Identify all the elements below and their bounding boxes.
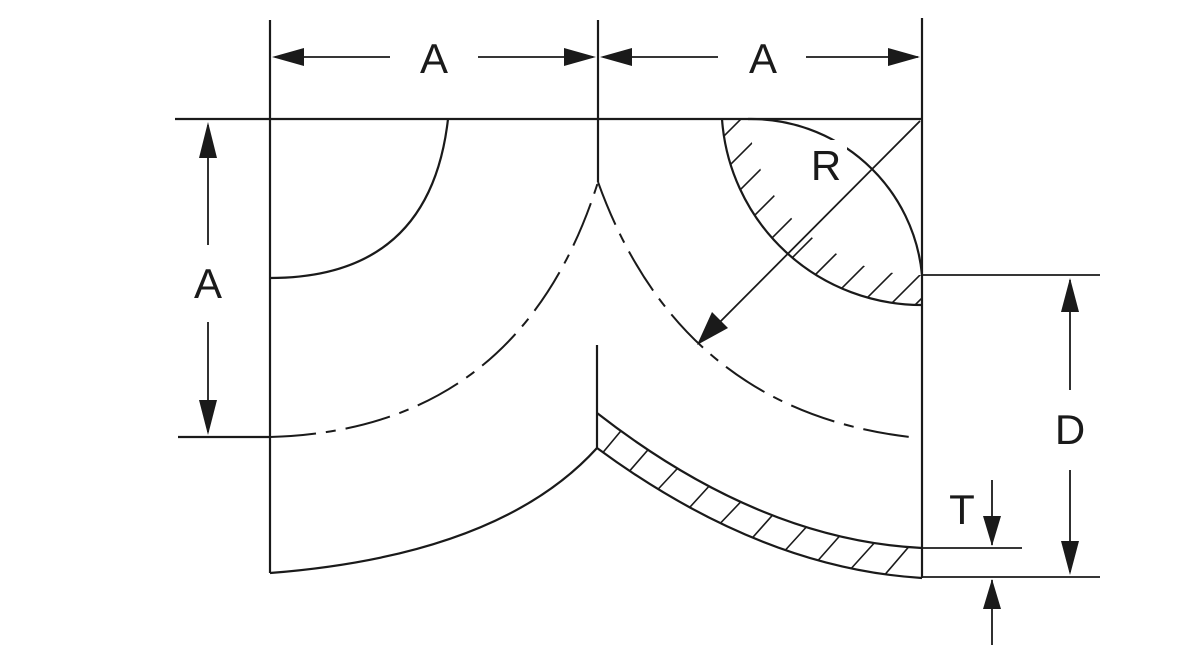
tee-body-outline bbox=[175, 18, 924, 580]
label-a-top-left: A bbox=[420, 35, 448, 82]
label-radius: R bbox=[811, 142, 841, 189]
label-thickness: T bbox=[949, 486, 975, 533]
dimension-a-top-left bbox=[272, 48, 596, 66]
centerlines bbox=[269, 181, 911, 438]
dimension-thickness bbox=[922, 480, 1022, 645]
label-diameter: D bbox=[1055, 406, 1085, 453]
label-a-left-vertical: A bbox=[194, 260, 222, 307]
dimension-radius bbox=[697, 120, 921, 345]
dimension-diameter bbox=[922, 274, 1100, 578]
wall-hatching-bottom bbox=[597, 419, 919, 578]
dimension-a-top-right bbox=[600, 48, 920, 66]
label-a-top-right: A bbox=[749, 35, 777, 82]
dimension-a-left-vertical bbox=[178, 122, 270, 439]
